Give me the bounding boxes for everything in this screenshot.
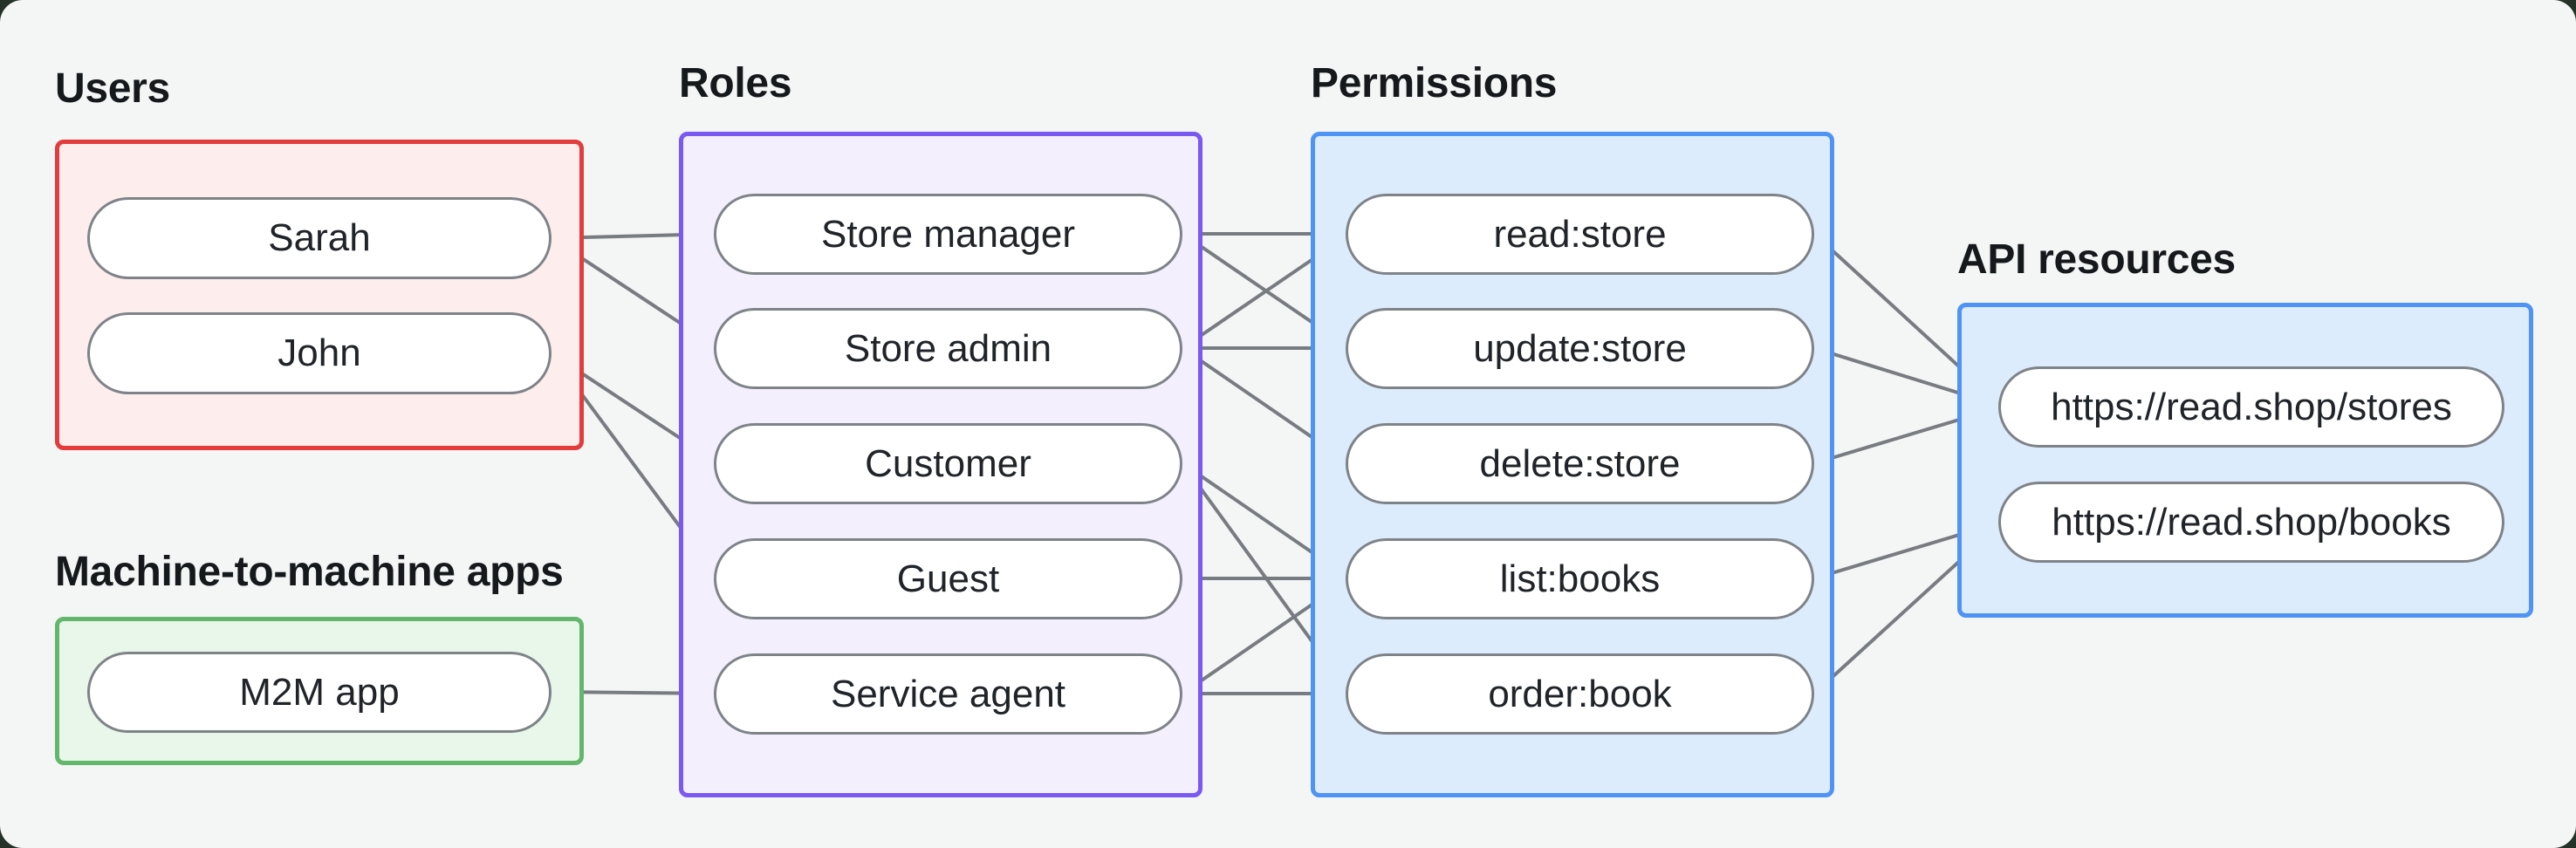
- node-list-books: list:books: [1346, 538, 1814, 619]
- m2m-group-label: Machine-to-machine apps: [55, 549, 564, 595]
- users-group-box: [55, 140, 584, 450]
- permissions-group-label: Permissions: [1311, 60, 1558, 106]
- node-customer: Customer: [714, 423, 1182, 504]
- node-update-store: update:store: [1346, 308, 1814, 389]
- api-group-label: API resources: [1957, 236, 2236, 283]
- node-books-resource: https://read.shop/books: [1998, 482, 2504, 563]
- node-read-store: read:store: [1346, 194, 1814, 275]
- node-service-agent: Service agent: [714, 653, 1182, 735]
- node-m2m-app: M2M app: [87, 652, 552, 733]
- node-stores-resource: https://read.shop/stores: [1998, 366, 2504, 448]
- roles-group-label: Roles: [679, 60, 792, 106]
- node-order-book: order:book: [1346, 653, 1814, 735]
- api-group-box: [1957, 303, 2533, 618]
- node-store-admin: Store admin: [714, 308, 1182, 389]
- node-store-manager: Store manager: [714, 194, 1182, 275]
- node-john: John: [87, 312, 552, 394]
- node-sarah: Sarah: [87, 197, 552, 279]
- users-group-label: Users: [55, 65, 170, 112]
- node-delete-store: delete:store: [1346, 423, 1814, 504]
- node-guest: Guest: [714, 538, 1182, 619]
